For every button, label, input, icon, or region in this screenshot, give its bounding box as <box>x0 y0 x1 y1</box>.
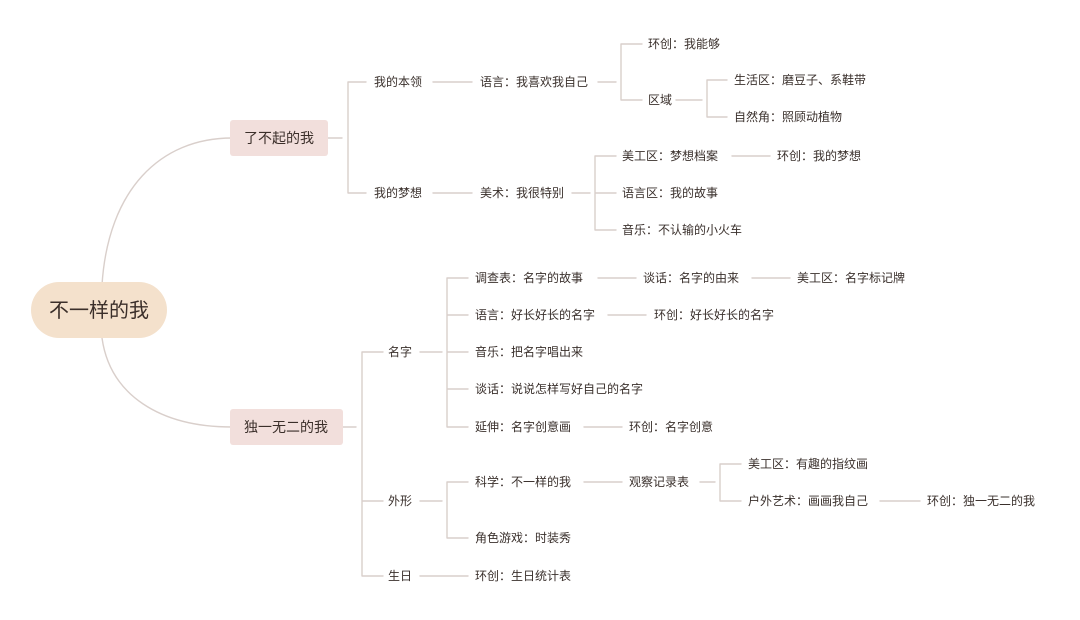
node-juese-youxi: 角色游戏：时装秀 <box>475 531 571 545</box>
node-ziranjiao: 自然角：照顾动植物 <box>734 109 842 124</box>
connector-root-branch-b <box>101 337 233 428</box>
node-shenghuoqu: 生活区：磨豆子、系鞋带 <box>734 72 866 87</box>
connector-yuyan-a <box>597 43 643 101</box>
connector-waixing <box>419 481 469 539</box>
node-yuyan-changming: 语言：好长好长的名字 <box>475 307 595 322</box>
connector-branch-a-children <box>327 81 367 194</box>
connector-meishu <box>571 155 617 231</box>
node-huwai-yishu: 户外艺术：画画我自己 <box>748 493 868 508</box>
node-meigongqu-biaojipai: 美工区：名字标记牌 <box>797 270 905 285</box>
node-huanchuang-wodemengxiang: 环创：我的梦想 <box>777 148 861 163</box>
node-tanhua-youlai: 谈话：名字的由来 <box>643 270 739 285</box>
connector-quyu <box>675 79 728 118</box>
node-huanchuang-duyiwuer: 环创：独一无二的我 <box>927 493 1035 508</box>
node-huanchuang-chuangyi: 环创：名字创意 <box>629 419 713 434</box>
node-kexue: 科学：不一样的我 <box>475 474 571 489</box>
node-huanchuang-wonenggou: 环创：我能够 <box>648 37 720 51</box>
root-node-box <box>31 282 167 338</box>
node-meigongqu-zhiwen: 美工区：有趣的指纹画 <box>748 456 868 471</box>
node-huanchuang-changming: 环创：好长好长的名字 <box>654 307 774 322</box>
node-wode-mengxiang: 我的梦想 <box>374 185 422 200</box>
node-wode-benling: 我的本领 <box>374 74 422 89</box>
connector-root-branch-a <box>101 137 233 286</box>
node-huanchuang-shengri: 环创：生日统计表 <box>475 569 571 583</box>
node-yuyanqu: 语言区：我的故事 <box>622 185 718 200</box>
node-guancha-jilubiao: 观察记录表 <box>629 475 689 489</box>
branch-node-liaobuqi: 了不起的我 <box>230 120 328 156</box>
node-diaochabiao: 调查表：名字的故事 <box>475 270 583 285</box>
branch-node-duyiwuer-box <box>230 409 343 445</box>
connector-lines <box>101 43 921 577</box>
node-yinyue-huoche: 音乐：不认输的小火车 <box>622 222 742 237</box>
branch-node-liaobuqi-label: 了不起的我 <box>244 131 314 147</box>
node-quyu: 区域 <box>648 93 672 107</box>
root-node: 不一样的我 <box>31 282 167 338</box>
node-yinyue-changming: 音乐：把名字唱出来 <box>475 344 583 359</box>
node-yanshen: 延伸：名字创意画 <box>475 419 571 434</box>
connector-mingzi <box>419 277 469 428</box>
root-node-label: 不一样的我 <box>49 298 149 322</box>
node-yuyan-woxihuan: 语言：我喜欢我自己 <box>480 74 588 89</box>
node-mingzi: 名字 <box>388 344 412 359</box>
branch-node-duyiwuer-label: 独一无二的我 <box>244 420 328 436</box>
connector-branch-b-children <box>342 351 384 577</box>
node-shengri: 生日 <box>388 569 412 583</box>
node-meishu: 美术：我很特别 <box>480 185 564 200</box>
branch-node-duyiwuer: 独一无二的我 <box>230 409 343 445</box>
branch-node-liaobuqi-box <box>230 120 328 156</box>
node-meigongqu-mengxiang: 美工区：梦想档案 <box>622 148 718 163</box>
node-tanhua-xiemingzi: 谈话：说说怎样写好自己的名字 <box>475 381 643 396</box>
connector-guancha <box>699 463 742 502</box>
node-waixing: 外形 <box>388 494 412 508</box>
